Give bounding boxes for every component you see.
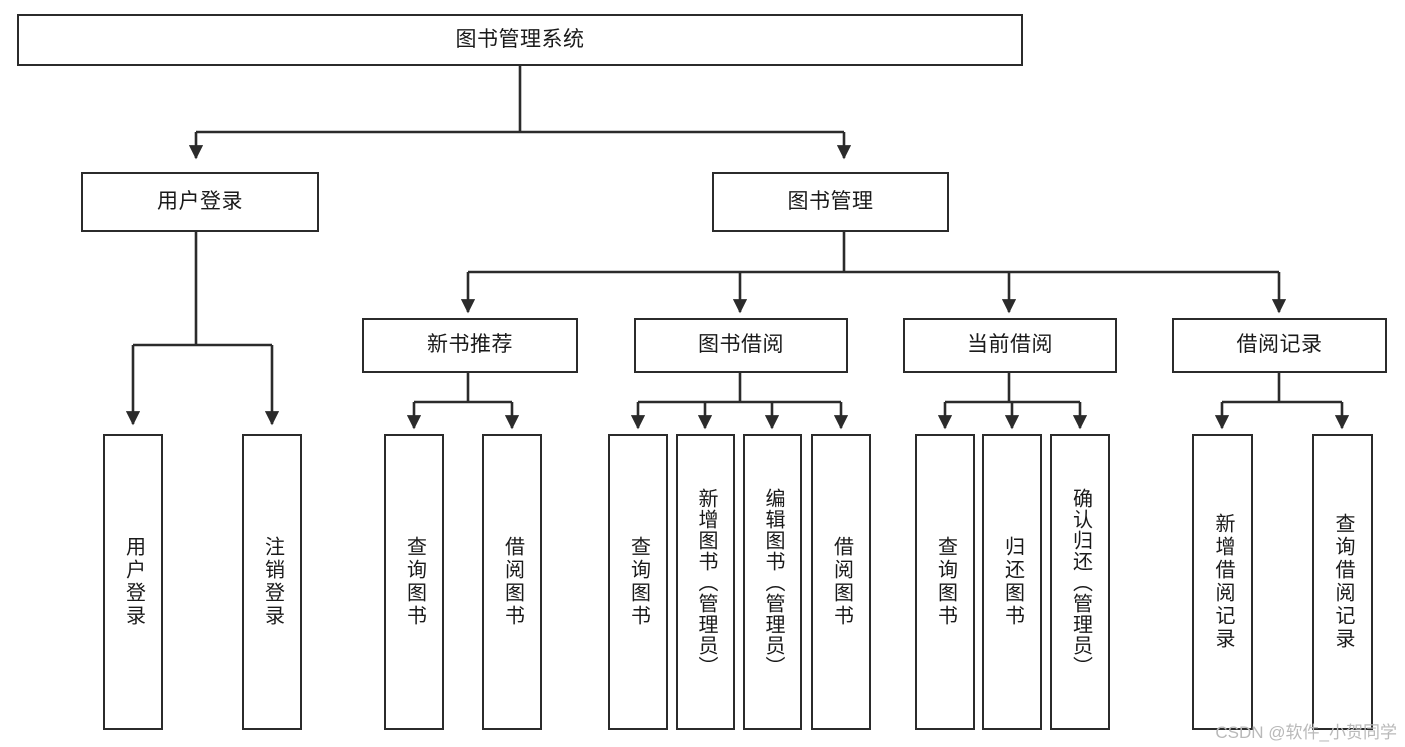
leaf-label: 新增图书（管理员） <box>695 487 717 677</box>
node-borrow-record[interactable]: 借阅记录 <box>1172 318 1387 373</box>
leaf-label: 用户登录 <box>122 536 145 628</box>
node-book-management[interactable]: 图书管理 <box>712 172 949 232</box>
leaf-borrow-borrow-book[interactable]: 借阅图书 <box>811 434 871 730</box>
node-current-borrow[interactable]: 当前借阅 <box>903 318 1117 373</box>
leaf-label: 查询图书 <box>627 536 650 628</box>
leaf-label: 注销登录 <box>261 536 284 628</box>
watermark-text: CSDN @软件_小贺同学 <box>1215 723 1397 742</box>
node-current-borrow-label: 当前借阅 <box>967 333 1053 357</box>
node-book-borrow[interactable]: 图书借阅 <box>634 318 848 373</box>
node-root-label: 图书管理系统 <box>455 27 585 51</box>
leaf-new-book-query[interactable]: 查询图书 <box>384 434 444 730</box>
node-book-management-label: 图书管理 <box>787 189 874 213</box>
leaf-label: 确认归还（管理员） <box>1069 487 1092 677</box>
leaf-label: 编辑图书（管理员） <box>762 487 784 677</box>
node-user-login[interactable]: 用户登录 <box>81 172 319 232</box>
leaf-new-book-borrow[interactable]: 借阅图书 <box>482 434 542 730</box>
leaf-borrow-query-book[interactable]: 查询图书 <box>608 434 668 730</box>
leaf-borrow-edit-book[interactable]: 编辑图书（管理员） <box>743 434 802 730</box>
leaf-label: 查询图书 <box>403 536 426 628</box>
leaf-borrow-add-book[interactable]: 新增图书（管理员） <box>676 434 735 730</box>
node-user-login-label: 用户登录 <box>157 189 243 213</box>
leaf-current-query-book[interactable]: 查询图书 <box>915 434 975 730</box>
leaf-label: 查询图书 <box>934 536 957 628</box>
node-book-borrow-label: 图书借阅 <box>698 333 784 357</box>
leaf-current-confirm-return[interactable]: 确认归还（管理员） <box>1050 434 1110 730</box>
leaf-label: 新增借阅记录 <box>1212 513 1234 651</box>
leaf-label: 借阅图书 <box>830 536 853 628</box>
leaf-record-add[interactable]: 新增借阅记录 <box>1192 434 1253 730</box>
node-borrow-record-label: 借阅记录 <box>1236 333 1323 357</box>
leaf-label: 查询借阅记录 <box>1332 513 1354 651</box>
node-new-book-recommend[interactable]: 新书推荐 <box>362 318 578 373</box>
leaf-user-login-login[interactable]: 用户登录 <box>103 434 163 730</box>
leaf-current-return-book[interactable]: 归还图书 <box>982 434 1042 730</box>
node-root[interactable]: 图书管理系统 <box>17 14 1023 66</box>
node-new-book-recommend-label: 新书推荐 <box>427 333 513 357</box>
leaf-user-login-logout[interactable]: 注销登录 <box>242 434 302 730</box>
leaf-record-query[interactable]: 查询借阅记录 <box>1312 434 1373 730</box>
leaf-label: 借阅图书 <box>501 536 524 628</box>
leaf-label: 归还图书 <box>1001 536 1024 628</box>
